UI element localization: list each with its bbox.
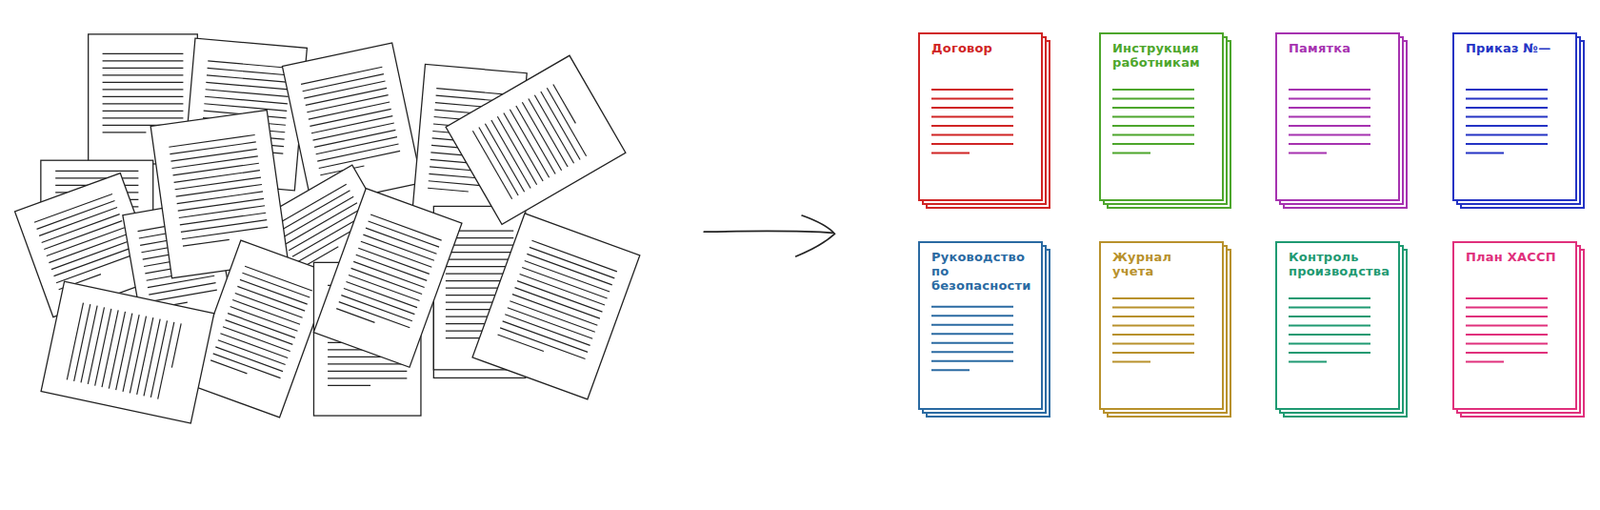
document-stack: Договор (918, 32, 1043, 201)
document-title: Руководство по безопасности (920, 242, 1041, 294)
document-title: Журнал учета (1100, 242, 1222, 280)
document-stack: Инструкция работникам (1099, 32, 1224, 201)
paper-sheet (445, 55, 626, 224)
paper-pile (15, 34, 640, 423)
document-stack: Контроль производства (1275, 240, 1400, 410)
document-title: Инструкция работникам (1100, 34, 1222, 71)
document-title: Приказ №— (1454, 34, 1576, 57)
text-lines (1454, 242, 1576, 408)
document-title: Договор (920, 34, 1041, 57)
document-stack: Журнал учета (1099, 240, 1224, 410)
paper-sheet (313, 188, 462, 368)
paper-sheet (472, 213, 640, 400)
document-title: Контроль производства (1277, 242, 1399, 280)
arrow (703, 215, 835, 257)
document-stack: План ХАССП (1452, 240, 1578, 410)
paper-sheet (40, 280, 215, 423)
text-lines (1277, 34, 1399, 200)
document-stack: Руководство по безопасности (918, 240, 1043, 410)
text-lines (1454, 34, 1576, 200)
document-title: Памятка (1277, 34, 1399, 57)
document-title: План ХАССП (1454, 242, 1576, 265)
document-stack: Памятка (1275, 32, 1400, 201)
text-lines (920, 34, 1041, 200)
document-stack: Приказ №— (1452, 32, 1578, 201)
